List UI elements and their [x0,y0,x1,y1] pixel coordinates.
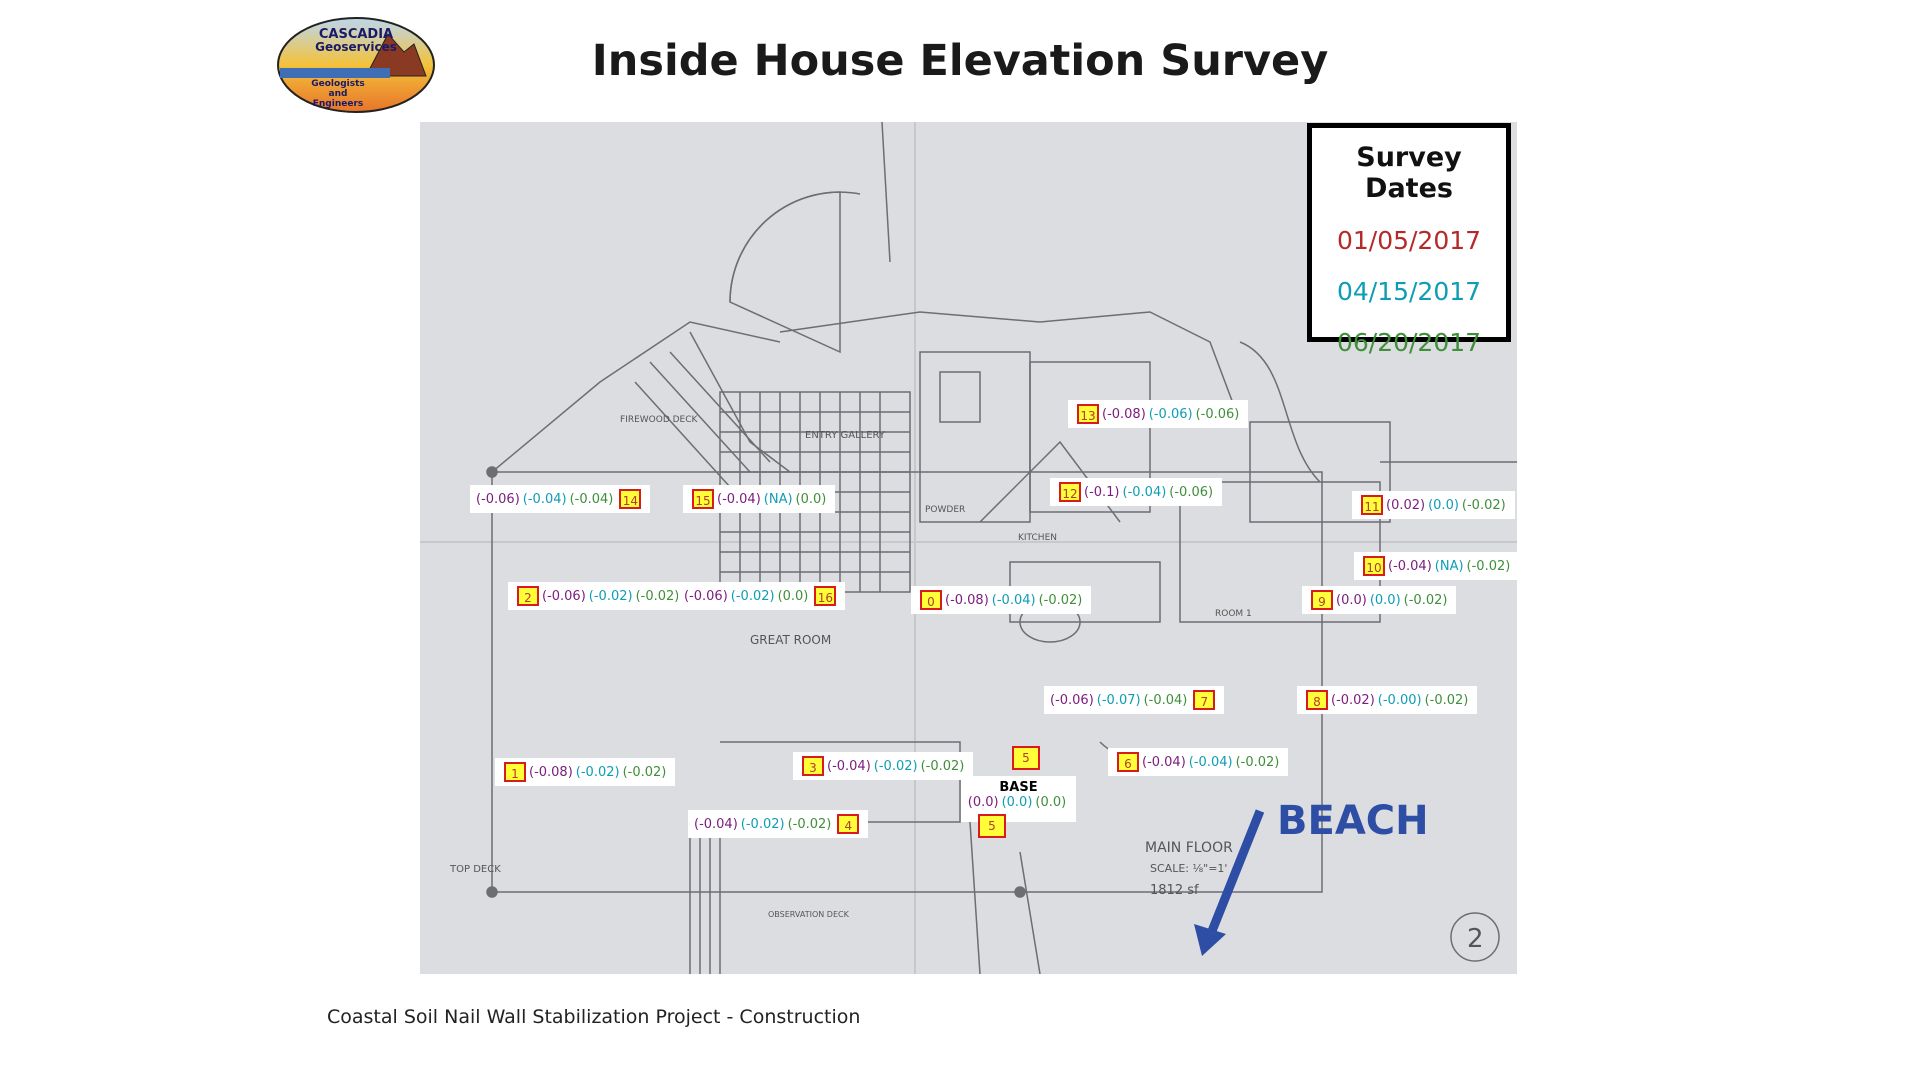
point-number: 9 [1311,590,1333,610]
svg-text:CASCADIA: CASCADIA [319,27,393,42]
survey-point-13: 13 (-0.08)(-0.06)(-0.06) [1068,400,1249,428]
base-title: BASE [999,780,1038,795]
label-entry-gallery: ENTRY GALLERY [805,430,886,441]
label-observation: OBSERVATION DECK [768,910,850,919]
label-top-deck: TOP DECK [449,864,501,875]
survey-point-2: 2 (-0.06)(-0.02)(-0.02) [508,582,689,610]
footer-text: Coastal Soil Nail Wall Stabilization Pro… [327,1006,861,1028]
svg-text:Geologists: Geologists [311,79,365,89]
survey-point-1: 1 (-0.08)(-0.02)(-0.02) [495,758,676,786]
point-number: 14 [619,489,642,509]
survey-point-7: (-0.06)(-0.07)(-0.04) 7 [1044,686,1225,714]
base-marker-bottom: 5 [978,814,1006,838]
point-number: 2 [517,586,539,606]
point-number: 15 [692,489,714,509]
label-scale: SCALE: ⅛"=1' [1150,862,1227,875]
legend-date-1: 01/05/2017 [1336,226,1482,255]
label-great-room: GREAT ROOM [750,633,831,647]
point-number: 13 [1077,404,1099,424]
cascadia-logo: CASCADIA Geoservices Geologists and Engi… [276,16,436,114]
point-number: 11 [1361,495,1383,515]
point-number: 4 [837,814,860,834]
base-marker-top: 5 [1012,746,1040,770]
beach-arrow-icon [1194,809,1265,956]
legend-date-2: 04/15/2017 [1336,277,1482,306]
survey-point-3: 3 (-0.04)(-0.02)(-0.02) [793,752,974,780]
survey-point-0: 0 (-0.08)(-0.04)(-0.02) [911,586,1092,614]
point-number: 12 [1059,482,1081,502]
survey-point-10: 10 (-0.04)(NA)(-0.02) [1354,552,1520,580]
point-number: 16 [814,586,837,606]
point-number: 3 [802,756,824,776]
legend-title: Survey Dates [1356,142,1462,204]
label-powder: POWDER [925,505,965,515]
point-number: 6 [1117,752,1139,772]
label-room: ROOM 1 [1215,609,1252,619]
point-number: 8 [1306,690,1328,710]
survey-point-9: 9 (0.0)(0.0)(-0.02) [1302,586,1457,614]
label-main-floor: MAIN FLOOR [1145,840,1233,856]
svg-text:and: and [329,89,348,99]
svg-text:Engineers: Engineers [313,99,364,109]
label-sheet: 2 [1467,924,1484,954]
label-kitchen: KITCHEN [1018,533,1057,543]
point-number: 0 [920,590,942,610]
point-number: 7 [1193,690,1216,710]
svg-text:Geoservices: Geoservices [315,40,397,54]
survey-dates-legend: Survey Dates 01/05/2017 04/15/2017 06/20… [1307,123,1511,357]
page-title: Inside House Elevation Survey [591,36,1329,86]
survey-point-15: 15 (-0.04)(NA)(0.0) [683,485,836,513]
survey-point-12: 12 (-0.1)(-0.04)(-0.06) [1050,478,1223,506]
point-number: 10 [1363,556,1385,576]
survey-point-6: 6 (-0.04)(-0.04)(-0.02) [1108,748,1289,776]
survey-point-11: 11 (0.02)(0.0)(-0.02) [1352,491,1515,519]
survey-point-4: (-0.04)(-0.02)(-0.02) 4 [688,810,869,838]
survey-point-14: (-0.06)(-0.04)(-0.04) 14 [470,485,651,513]
label-firewood: FIREWOOD DECK [620,415,699,425]
survey-point-8: 8 (-0.02)(-0.00)(-0.02) [1297,686,1478,714]
survey-point-16: (-0.06)(-0.02)(0.0) 16 [678,582,846,610]
label-area: 1812 sf [1150,883,1199,898]
point-number: 1 [504,762,526,782]
beach-label: BEACH [1277,798,1429,844]
legend-date-3: 06/20/2017 [1336,328,1482,357]
